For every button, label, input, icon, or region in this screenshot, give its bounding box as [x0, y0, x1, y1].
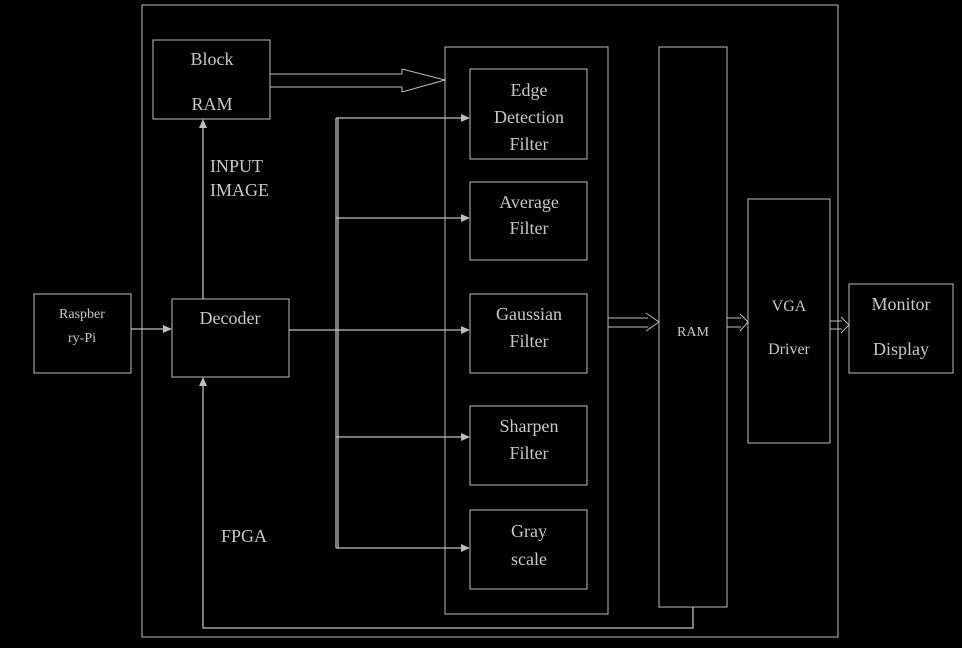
raspberry-pi-node: Raspber ry-Pi [33, 293, 132, 374]
ram-node: RAM [658, 46, 728, 608]
arrow-filters-to-ram [608, 312, 660, 332]
arrow-block-ram-to-filters [270, 68, 447, 93]
grayscale-label-line2: scale [511, 549, 547, 569]
decoder-node: Decoder [171, 298, 290, 378]
raspberry-pi-label-line2: ry-Pi [68, 331, 96, 346]
average-filter-node: Average Filter [469, 181, 588, 261]
arrow-ram-feedback-to-decoder [199, 377, 694, 629]
grayscale-label-line1: Gray [511, 521, 547, 541]
arrow-bus-to-average-filter [336, 214, 470, 222]
average-label-line2: Filter [510, 218, 549, 238]
block-ram-node: Block RAM [152, 39, 271, 120]
arrow-rpi-to-decoder [131, 325, 172, 333]
arrow-ram-to-vga [727, 313, 749, 332]
monitor-display-node: Monitor Display [848, 283, 954, 374]
raspberry-pi-label-line1: Raspber [59, 307, 105, 322]
block-ram-label-line2: RAM [191, 94, 232, 114]
arrow-bus-to-sharpen-filter [336, 433, 470, 441]
edge-label-line2: Detection [494, 107, 564, 127]
grayscale-node: Gray scale [469, 509, 588, 590]
ram-label: RAM [677, 325, 709, 340]
monitor-label-line1: Monitor [871, 294, 930, 314]
arrow-vga-to-monitor [830, 316, 850, 334]
decoder-label: Decoder [200, 308, 261, 328]
arrow-decoder-to-block-ram [199, 119, 207, 299]
gaussian-label-line1: Gaussian [496, 304, 562, 324]
block-ram-label-line1: Block [191, 49, 234, 69]
sharpen-label-line1: Sharpen [500, 416, 559, 436]
fpga-label: FPGA [221, 526, 267, 546]
gaussian-label-line2: Filter [510, 331, 549, 351]
edge-detection-filter-node: Edge Detection Filter [469, 68, 588, 160]
monitor-label-line2: Display [873, 339, 929, 359]
edge-label-line1: Edge [511, 80, 548, 100]
decoder-to-filters-bus [289, 118, 462, 548]
edge-label-line3: Filter [510, 134, 549, 154]
sharpen-label-line2: Filter [510, 443, 549, 463]
gaussian-filter-node: Gaussian Filter [469, 293, 588, 374]
arrow-bus-to-gaussian-filter [461, 326, 470, 334]
input-image-label-line1: INPUT [210, 156, 263, 176]
vga-driver-node: VGA Driver [747, 198, 831, 444]
vga-label-line2: Driver [768, 341, 810, 358]
arrow-bus-to-grayscale [336, 544, 470, 552]
input-image-label-line2: IMAGE [210, 180, 269, 200]
sharpen-filter-node: Sharpen Filter [469, 405, 588, 486]
average-label-line1: Average [499, 192, 559, 212]
vga-label-line1: VGA [772, 298, 807, 315]
arrow-bus-to-edge-filter [336, 114, 470, 122]
